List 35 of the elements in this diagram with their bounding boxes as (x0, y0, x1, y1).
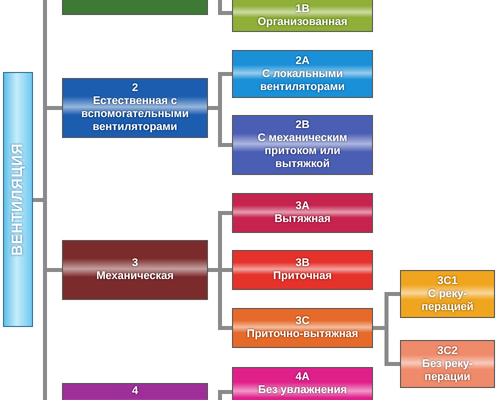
category-name: Механическая (96, 270, 174, 283)
vertical-title: ВЕНТИЛЯЦИЯ (8, 143, 27, 256)
category-box (232, 115, 373, 175)
category-box (232, 0, 373, 32)
category-name: С механическим притоком или вытяжкой (256, 132, 348, 171)
category-code: 3A (295, 200, 310, 213)
category-code: 4A (295, 371, 310, 384)
category-box (232, 308, 373, 348)
category-code: 4 (132, 385, 138, 398)
category-box (62, 78, 208, 138)
category-code: 2A (295, 54, 310, 68)
category-code: 2 (132, 82, 138, 95)
category-code: 3C1 (437, 274, 458, 288)
category-box (400, 340, 495, 388)
category-box (400, 270, 495, 318)
category-name: С локальными вентиляторами (259, 68, 346, 94)
category-code: 2B (295, 119, 310, 132)
category-code: 3 (132, 257, 138, 270)
root-box (3, 72, 33, 327)
category-name: Приточно-вытяжная (246, 328, 358, 341)
category-box (62, 240, 208, 300)
category-code: 1B (295, 3, 310, 16)
category-name: Без увлажнения (258, 384, 347, 397)
category-name: Организованная (258, 16, 348, 29)
category-box (232, 250, 373, 290)
category-code: 3C (295, 315, 310, 328)
category-name: Естественная с вспомогательными вентиляторами (80, 95, 190, 134)
category-name: Без реку-перации (421, 358, 474, 384)
category-name: Приточная (273, 270, 332, 283)
category-code: 3C2 (437, 344, 458, 358)
category-box (232, 50, 373, 98)
category-name: С реку-перацией (420, 288, 474, 314)
category-code: 3B (295, 257, 310, 270)
category-box (232, 193, 373, 233)
category-name: Вытяжная (274, 213, 331, 226)
